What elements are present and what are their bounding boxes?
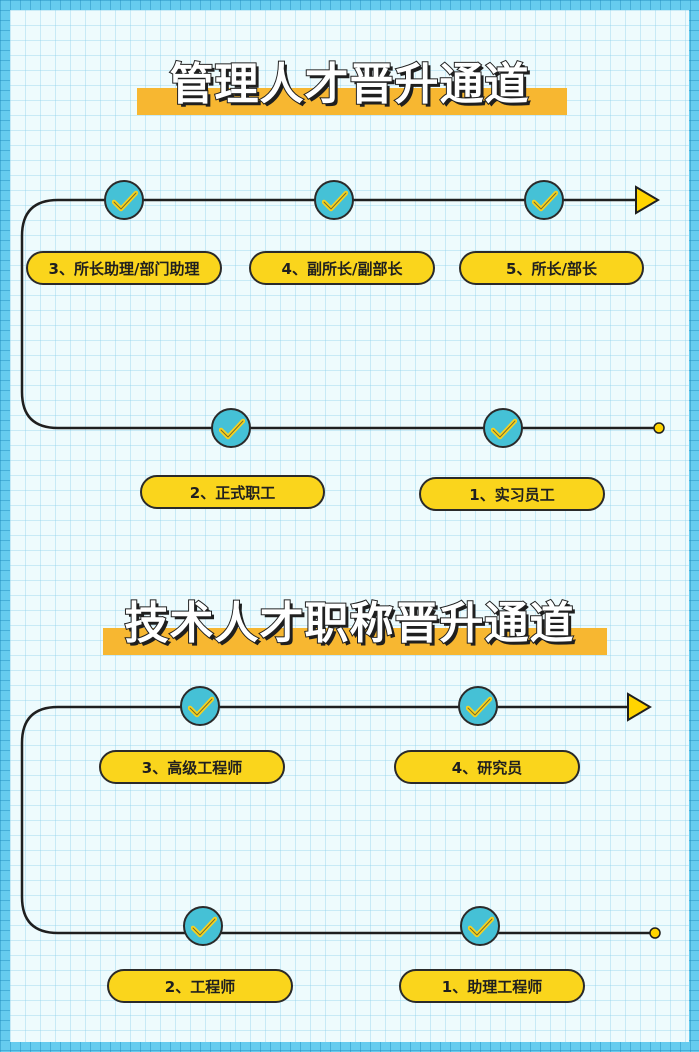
technical-title: 技术人才职称晋升通道 xyxy=(124,597,575,650)
check-icon xyxy=(314,180,354,220)
management-title: 管理人才晋升通道 xyxy=(169,58,530,111)
check-icon xyxy=(524,180,564,220)
technical-path xyxy=(20,705,654,935)
technical-step-3: 3、高级工程师 xyxy=(99,750,285,784)
management-step-1: 1、实习员工 xyxy=(419,477,605,511)
management-step-3: 3、所长助理/部门助理 xyxy=(26,251,222,285)
management-step-2: 2、正式职工 xyxy=(140,475,325,509)
technical-title-highlight xyxy=(103,628,607,655)
technical-step-4: 4、研究员 xyxy=(394,750,580,784)
check-icon xyxy=(460,906,500,946)
management-path xyxy=(20,198,658,430)
technical-arrow-icon xyxy=(627,692,652,722)
management-title-highlight xyxy=(137,88,567,115)
technical-step-1: 1、助理工程师 xyxy=(399,969,585,1003)
management-step-5: 5、所长/部长 xyxy=(459,251,644,285)
check-icon xyxy=(458,686,498,726)
check-icon xyxy=(183,906,223,946)
check-icon xyxy=(104,180,144,220)
check-icon xyxy=(211,408,251,448)
management-arrow-icon xyxy=(635,185,660,215)
check-icon xyxy=(180,686,220,726)
management-step-4: 4、副所长/副部长 xyxy=(249,251,435,285)
technical-end-dot xyxy=(649,927,661,939)
management-end-dot xyxy=(653,422,665,434)
technical-step-2: 2、工程师 xyxy=(107,969,293,1003)
check-icon xyxy=(483,408,523,448)
